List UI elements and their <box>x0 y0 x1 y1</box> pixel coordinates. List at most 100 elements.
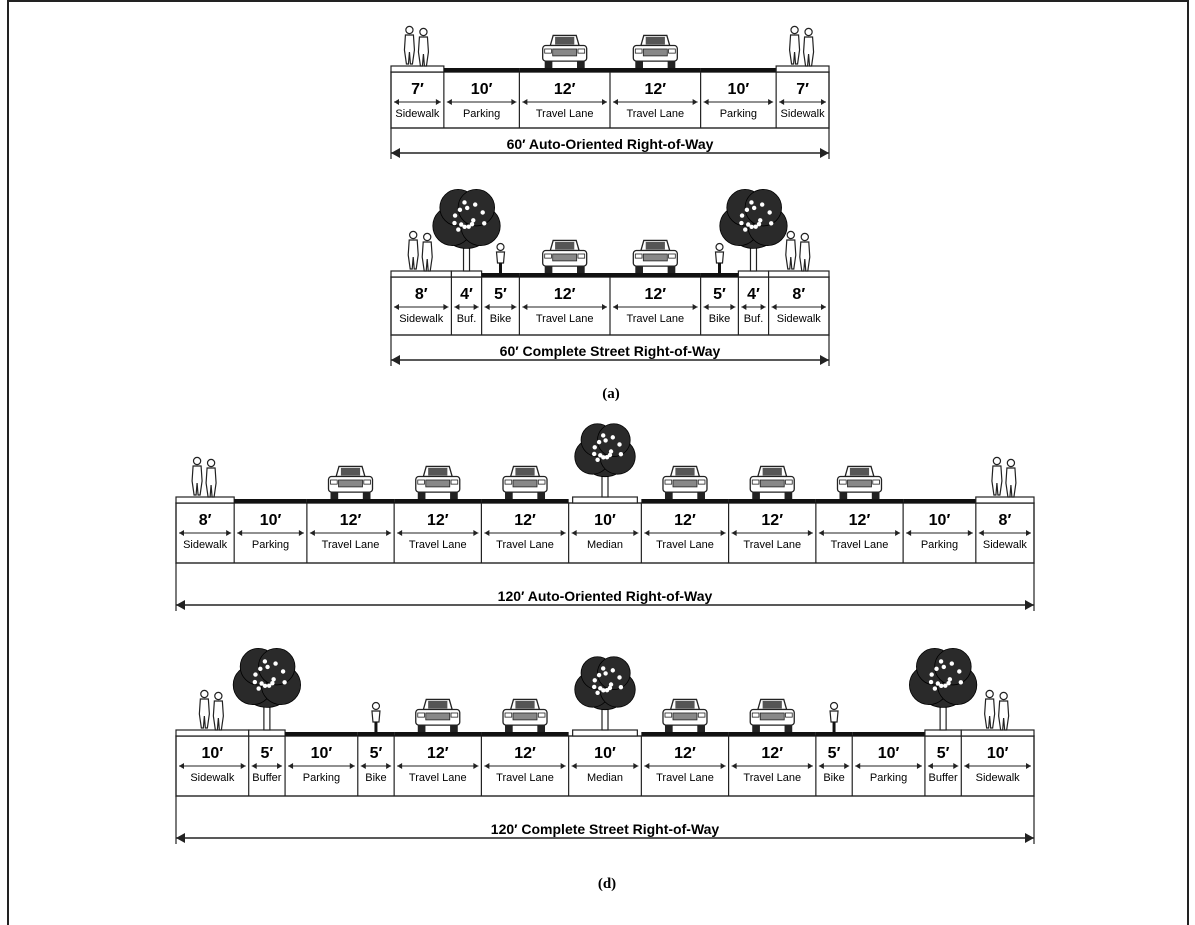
segment-width: 10′ <box>987 745 1009 762</box>
segment-label: Sidewalk <box>395 108 440 120</box>
segment-width: 12′ <box>427 745 449 762</box>
pedestrian-icon <box>984 689 1010 731</box>
cross-section-4: 10′ Sidewalk 5′ Buffer 10′ Parking 5′ Bike 12′ Tr… <box>175 648 1035 844</box>
right-of-way-title: 120′ Auto-Oriented Right-of-Way <box>498 588 713 604</box>
car-icon <box>632 239 678 273</box>
segment-width: 10′ <box>202 745 224 762</box>
segment-label: Buffer <box>252 772 281 784</box>
tree-icon <box>574 656 636 731</box>
segment-width: 8′ <box>415 286 428 303</box>
segment-label: Travel Lane <box>536 313 594 325</box>
segment-label: Parking <box>870 772 907 784</box>
segment-label: Travel Lane <box>831 539 889 551</box>
tree-icon <box>719 189 788 272</box>
pedestrian-icon <box>191 456 217 498</box>
segment-label: Travel Lane <box>656 539 714 551</box>
segment-label: Travel Lane <box>656 772 714 784</box>
figure-frame <box>7 0 1189 925</box>
segment-label: Travel Lane <box>496 772 554 784</box>
segment-label: Parking <box>921 539 958 551</box>
segment-label: Sidewalk <box>781 108 826 120</box>
segment-label: Buf. <box>744 313 764 325</box>
segment-width: 12′ <box>761 512 783 529</box>
segment-width: 12′ <box>554 81 576 98</box>
car-icon <box>836 465 883 499</box>
pedestrian-icon <box>407 230 433 272</box>
car-icon <box>749 698 795 732</box>
pedestrian-icon <box>403 25 430 67</box>
tree-icon <box>232 648 301 731</box>
pedestrian-icon <box>785 230 811 272</box>
cross-section-2: 8′ Sidewalk 4′ Buf. 5′ Bike 12′ Travel Lane 12′ T… <box>390 189 830 366</box>
right-of-way-title: 60′ Complete Street Right-of-Way <box>500 343 721 359</box>
segment-width: 5′ <box>828 745 841 762</box>
segment-width: 10′ <box>878 745 900 762</box>
segment-width: 10′ <box>311 745 333 762</box>
caption-a: (a) <box>602 386 620 402</box>
car-icon <box>415 465 461 499</box>
cyclist-icon <box>371 701 381 732</box>
car-icon <box>502 465 548 499</box>
segment-label: Sidewalk <box>983 539 1028 551</box>
segment-width: 12′ <box>761 745 783 762</box>
segment-label: Sidewalk <box>183 539 228 551</box>
segment-width: 8′ <box>999 512 1012 529</box>
segment-label: Travel Lane <box>322 539 380 551</box>
segment-width: 4′ <box>747 286 760 303</box>
segment-label: Parking <box>463 108 500 120</box>
segment-label: Sidewalk <box>976 772 1021 784</box>
segment-width: 10′ <box>594 512 616 529</box>
segment-width: 5′ <box>937 745 950 762</box>
segment-width: 12′ <box>554 286 576 303</box>
segment-width: 10′ <box>929 512 951 529</box>
segment-label: Sidewalk <box>777 313 822 325</box>
segment-label: Travel Lane <box>409 772 467 784</box>
car-icon <box>542 34 588 68</box>
segment-label: Sidewalk <box>190 772 235 784</box>
segment-width: 12′ <box>340 512 362 529</box>
segment-width: 12′ <box>514 512 536 529</box>
segment-label: Bike <box>365 772 386 784</box>
segment-width: 5′ <box>713 286 726 303</box>
segment-label: Travel Lane <box>626 313 684 325</box>
car-icon <box>502 698 548 732</box>
car-icon <box>415 698 461 732</box>
segment-width: 7′ <box>796 81 809 98</box>
segment-width: 12′ <box>644 81 666 98</box>
segment-label: Travel Lane <box>743 539 801 551</box>
car-icon <box>749 465 795 499</box>
segment-label: Travel Lane <box>496 539 554 551</box>
segment-label: Travel Lane <box>409 539 467 551</box>
car-icon <box>662 465 708 499</box>
car-icon <box>662 698 708 732</box>
segment-width: 12′ <box>644 286 666 303</box>
car-icon <box>327 465 374 499</box>
segment-width: 8′ <box>792 286 805 303</box>
pedestrian-icon <box>788 25 815 67</box>
segment-label: Parking <box>303 772 340 784</box>
tree-icon <box>432 189 501 272</box>
car-icon <box>542 239 588 273</box>
segment-label: Buffer <box>929 772 958 784</box>
segment-width: 12′ <box>674 745 696 762</box>
segment-label: Median <box>587 772 623 784</box>
segment-label: Bike <box>490 313 511 325</box>
segment-label: Sidewalk <box>399 313 444 325</box>
segment-width: 5′ <box>261 745 274 762</box>
segment-width: 12′ <box>849 512 871 529</box>
segment-width: 4′ <box>460 286 473 303</box>
segment-width: 12′ <box>514 745 536 762</box>
segment-width: 7′ <box>411 81 424 98</box>
tree-icon <box>909 648 978 731</box>
segment-width: 5′ <box>370 745 383 762</box>
pedestrian-icon <box>991 456 1017 498</box>
segment-label: Bike <box>709 313 730 325</box>
segment-width: 10′ <box>471 81 493 98</box>
segment-label: Travel Lane <box>536 108 594 120</box>
segment-label: Travel Lane <box>626 108 684 120</box>
cyclist-icon <box>714 242 725 273</box>
segment-width: 10′ <box>728 81 750 98</box>
segment-width: 5′ <box>494 286 507 303</box>
segment-label: Buf. <box>457 313 477 325</box>
